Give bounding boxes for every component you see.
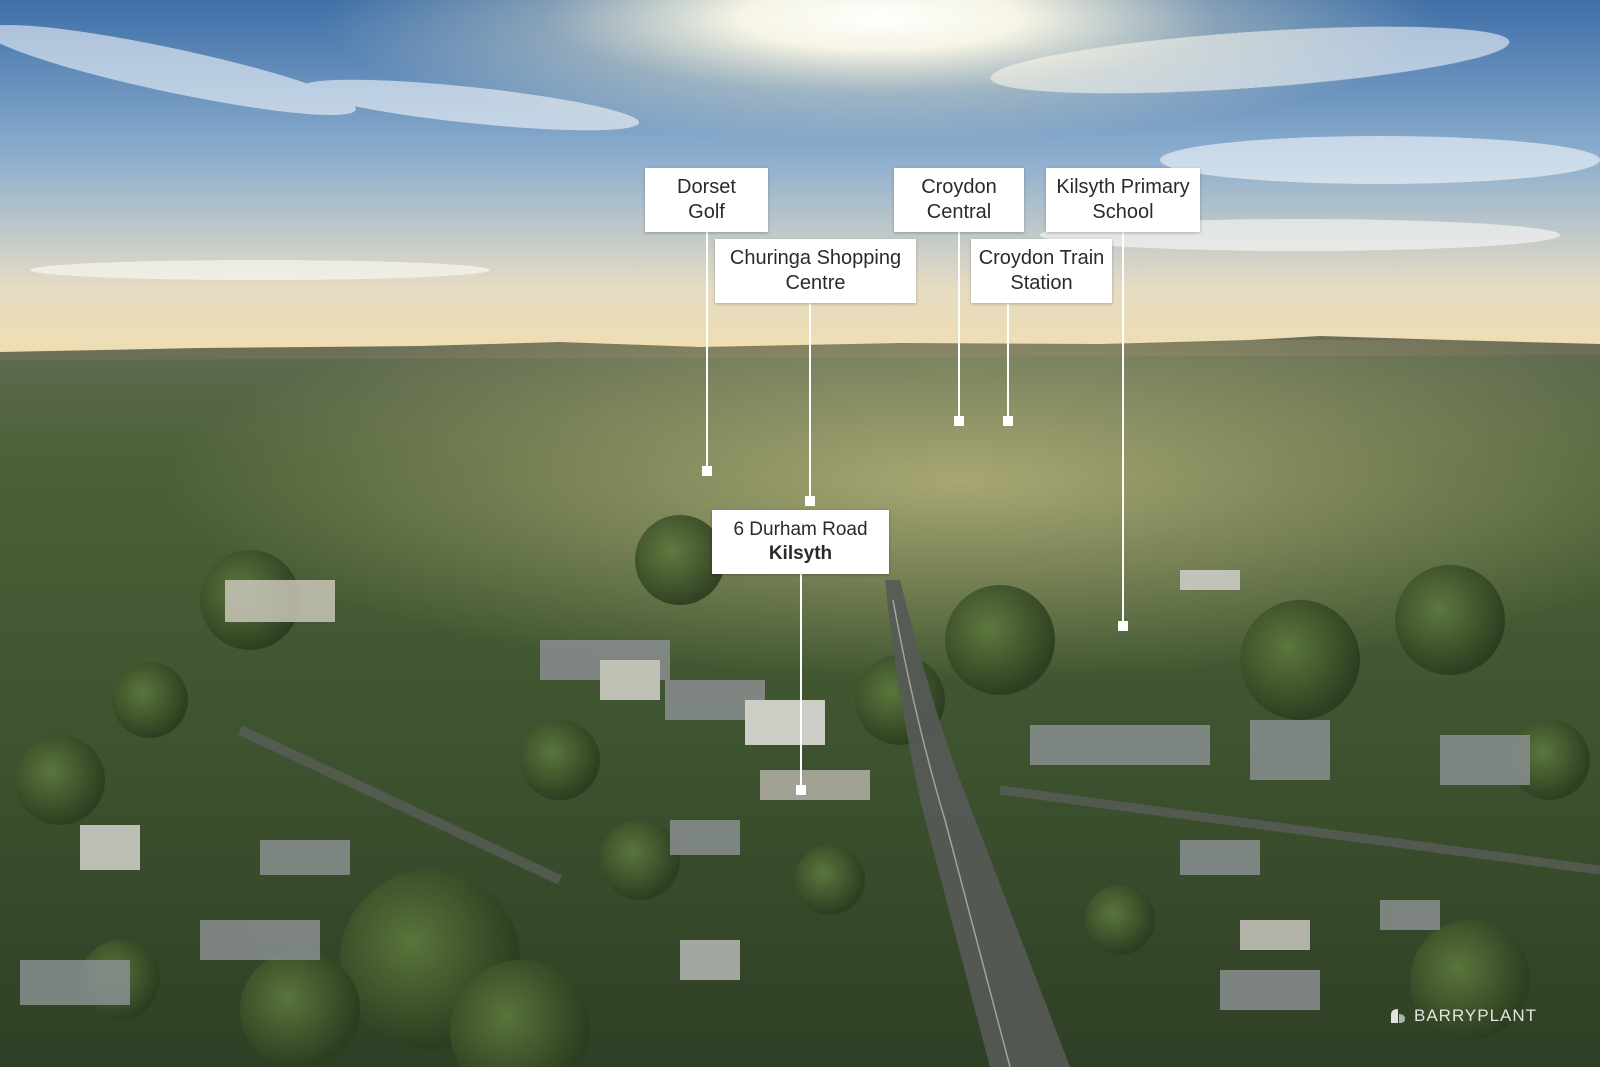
label-croydon-central: Croydon Central [894, 168, 1024, 232]
label-kilsyth-school-line1: Kilsyth Primary [1056, 176, 1190, 198]
croydon-train-marker [1003, 416, 1013, 426]
label-croydon-central-line2: Central [926, 201, 992, 223]
property-street: 6 Durham Road [733, 519, 868, 540]
property-marker [796, 785, 806, 795]
dorset-golf-leader-line [706, 232, 708, 469]
churinga-leader-line [809, 303, 811, 499]
croydon-central-leader-line [958, 232, 960, 419]
property-leader-line [800, 574, 802, 788]
label-croydon-train-line2: Station [1010, 272, 1073, 294]
barryplant-logo-icon [1391, 1009, 1405, 1023]
watermark: BARRYPLANT [1388, 1006, 1537, 1026]
label-croydon-train-line1: Croydon Train [978, 247, 1105, 269]
label-croydon-central-line1: Croydon [921, 176, 997, 198]
label-dorset-golf-line2: Golf [688, 201, 725, 223]
kilsyth-school-leader-line [1122, 232, 1124, 624]
croydon-train-leader-line [1007, 303, 1009, 419]
churinga-marker [805, 496, 815, 506]
label-property-address: 6 Durham Road Kilsyth [712, 510, 889, 574]
property-suburb: Kilsyth [768, 543, 833, 564]
label-churinga-line1: Churinga Shopping [729, 247, 902, 269]
label-kilsyth-primary-school: Kilsyth Primary School [1046, 168, 1200, 232]
label-dorset-golf-line1: Dorset [677, 176, 736, 198]
watermark-text: BARRYPLANT [1414, 1006, 1538, 1025]
label-kilsyth-school-line2: School [1092, 201, 1154, 223]
label-churinga-shopping-centre: Churinga Shopping Centre [715, 239, 916, 303]
dorset-golf-marker [702, 466, 712, 476]
croydon-central-marker [954, 416, 964, 426]
label-croydon-train-station: Croydon Train Station [971, 239, 1112, 303]
kilsyth-school-marker [1118, 621, 1128, 631]
label-dorset-golf: Dorset Golf [645, 168, 768, 232]
label-churinga-line2: Centre [785, 272, 846, 294]
